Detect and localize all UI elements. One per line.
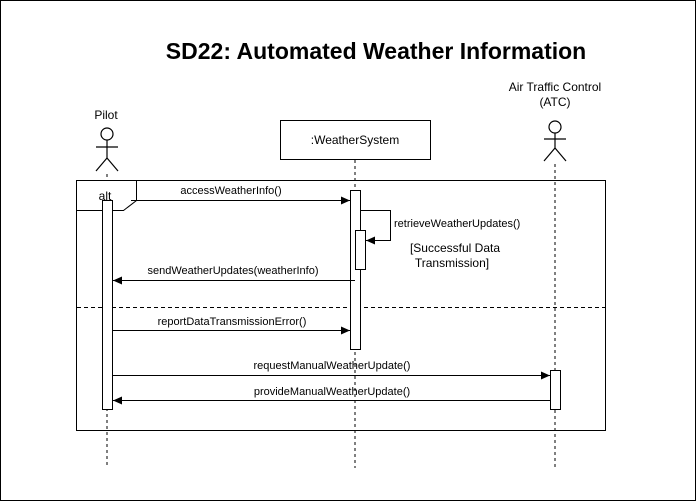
message-access-weather-info: accessWeatherInfo() — [131, 185, 350, 205]
message-label: retrieveWeatherUpdates() — [394, 218, 520, 230]
weather-system-object: :WeatherSystem — [280, 120, 431, 160]
message-label: sendWeatherUpdates(weatherInfo) — [147, 265, 318, 277]
alt-guard-line2: Transmission] — [415, 256, 489, 270]
message-label: accessWeatherInfo() — [180, 185, 281, 197]
pilot-actor-icon — [95, 127, 119, 172]
atc-label-line2: (ATC) — [539, 95, 570, 109]
message-label: provideManualWeatherUpdate() — [254, 386, 410, 398]
atc-label-line1: Air Traffic Control — [509, 80, 601, 94]
weather-system-box — [280, 120, 431, 160]
message-label: reportDataTransmissionError() — [158, 316, 307, 328]
message-retrieve-weather-updates: retrieveWeatherUpdates() — [361, 210, 520, 245]
message-request-manual-weather-update: requestManualWeatherUpdate() — [113, 360, 550, 380]
diagram-title: SD22: Automated Weather Information — [166, 38, 586, 64]
atc-actor-icon — [543, 120, 567, 162]
message-provide-manual-weather-update: provideManualWeatherUpdate() — [113, 386, 550, 405]
alt-fragment: alt [Successful Data Transmission] — [76, 180, 606, 431]
pilot-activation-bar — [102, 200, 113, 410]
self-message-arrow — [361, 210, 391, 245]
alt-operator-label: alt — [99, 189, 112, 203]
alt-fragment-frame — [76, 180, 606, 431]
atc-actor: Air Traffic Control (ATC) — [509, 80, 601, 162]
atc-activation-bar — [550, 370, 561, 410]
message-report-data-transmission-error: reportDataTransmissionError() — [113, 316, 350, 335]
pilot-label: Pilot — [94, 108, 118, 122]
pilot-actor: Pilot — [94, 108, 119, 172]
alt-guard-line1: [Successful Data — [410, 241, 500, 255]
weather-system-nested-activation — [355, 230, 366, 270]
message-send-weather-updates: sendWeatherUpdates(weatherInfo) — [113, 265, 355, 285]
alt-operator-tab — [76, 180, 137, 211]
weather-system-label: :WeatherSystem — [311, 133, 399, 147]
message-label: requestManualWeatherUpdate() — [254, 360, 411, 372]
